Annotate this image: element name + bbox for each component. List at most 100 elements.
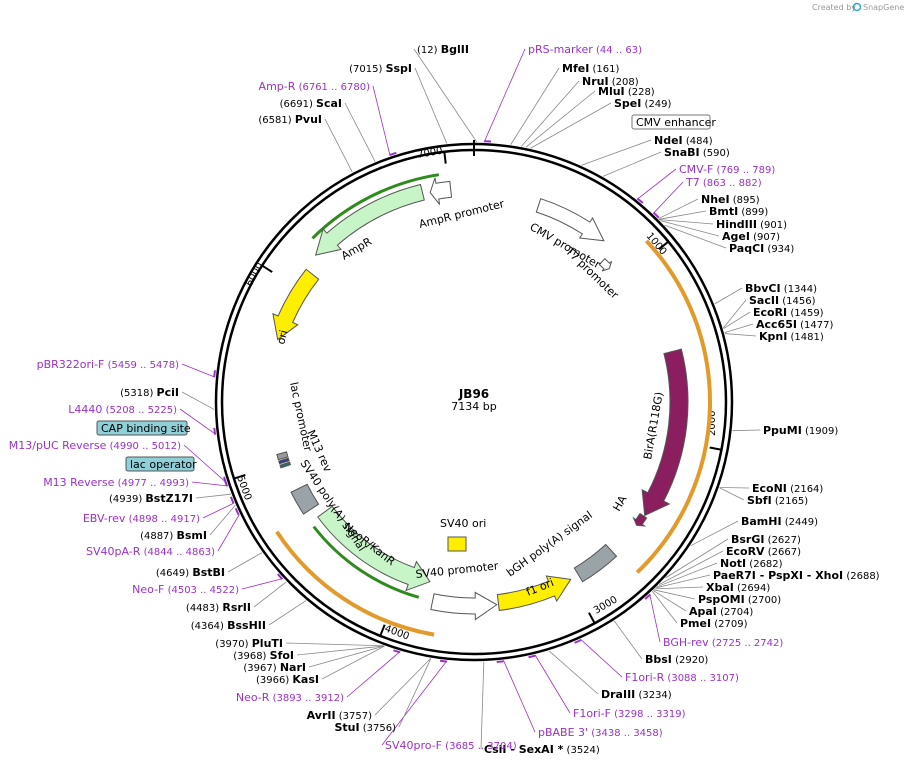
feature-label-ha: HA [610,493,629,514]
leader-cmv-f [636,168,677,200]
leader-agei [660,220,720,237]
green-arc-ampr [311,173,440,240]
primer-label-sv40pa-r: SV40pA-R (4844 .. 4863) [86,545,215,558]
enzyme-label-nhei: NheI (895) [701,193,760,206]
cap-binding-site-box [96,420,188,436]
leader-paqci [664,224,727,249]
leader-bbvci [714,287,743,305]
enzyme-label-stui: StuI (3756) [334,721,396,734]
enzyme-label-mlui: MluI (228) [598,85,655,98]
primer-label-ebv-rev: EBV-rev (4898 .. 4917) [83,512,200,525]
primer-label-prs-marker: pRS-marker (44 .. 63) [528,43,642,56]
cmv-enhancer-label: CMV enhancer [636,116,716,129]
leader-pmei [651,590,678,624]
leader-avrii [374,658,431,716]
primer-mark-l4440 [213,427,217,435]
feature-label-sv40-promoter: SV40 promoter [415,559,499,581]
feature-m13-rev [279,461,292,469]
tick-mark-3000 [588,612,596,624]
enzyme-label-econi: EcoNI (2164) [752,482,823,495]
leader-mlui [525,90,596,148]
enzyme-label-rsrii: (4483) RsrII [186,601,251,614]
tick-mark-1000 [658,240,669,250]
primer-label-cmv-f: CMV-F (769 .. 789) [679,163,775,176]
feature-sv40-ori [447,536,467,552]
primer-label-sv40pro-f: SV40pro-F (3685 .. 3704) [385,739,517,752]
enzyme-label-ndei: NdeI (484) [654,134,713,147]
green-arc-neor [312,525,420,599]
leader-hindiii [659,219,714,225]
leader-pbr322ori-f [181,363,216,378]
enzyme-label-scai: (6691) ScaI [280,97,342,110]
primer-label-f1ori-r: F1ori-R (3088 .. 3107) [625,671,739,684]
enzyme-label-bstbi: (4649) BstBI [156,566,225,579]
lac-operator-label: lac operator [130,458,197,471]
feature-bira-r118g [641,348,689,517]
leader-ecorv [658,550,724,585]
leader-draiii [548,650,599,695]
enzyme-label-sfoi: (3968) SfoI [233,649,294,662]
leader-t7 [652,181,684,214]
leader-nhei [658,198,699,220]
primer-mark-amp-r [389,151,397,156]
leader-bstbi [227,552,263,573]
enzyme-label-bsmi: (4887) BsmI [140,529,207,542]
primer-mark-t7 [653,212,660,219]
leader-xbai [654,586,704,590]
leader-sacii [722,299,747,329]
primer-label-amp-r: Amp-R (6761 .. 6780) [259,80,371,93]
orf-arc-2 [275,530,435,637]
leader-sbfi [719,487,745,501]
leader-snabi [602,151,662,177]
leader-amp-r [372,85,391,156]
enzyme-label-ecori: EcoRI (1459) [753,306,824,319]
primer-mark-f1ori-r [574,639,582,644]
leader-prs-marker [483,48,526,143]
leader-bamhi [690,520,739,547]
leader-bgh-rev [649,593,661,643]
leader-m13-reverse [191,481,228,487]
enzyme-label-bbsi: BbsI (2920) [645,653,708,666]
primer-label-pbabe-3: pBABE 3' (3438 .. 3458) [538,726,663,739]
enzyme-label-sbfi: SbfI (2165) [747,494,808,507]
feature-label-ampr-promoter: AmpR promoter [418,197,506,231]
primer-mark-sv40pa-r [234,507,240,516]
feature-label-ori: ori [274,329,290,346]
leader-scai [344,102,376,162]
leader-lines [179,48,761,750]
leader-ndei [581,139,652,166]
leader-sv40pa-r [217,513,240,552]
enzyme-label-sacii: SacII (1456) [749,294,816,307]
enzyme-label-kpni: KpnI (1481) [759,330,824,343]
features [272,173,712,637]
leader-pspomi [653,589,696,600]
primer-label-neo-r: Neo-R (3893 .. 3912) [236,691,344,704]
primer-mark-sv40pro-f [439,659,448,663]
primer-mark-m13-puc-reverse [223,476,227,484]
tick-2000: 2000 [707,411,718,436]
feature-f1-ori [496,575,572,612]
tick-mark-7000 [443,151,447,164]
leader-sv40pro-f [381,660,448,746]
tick-6000: 6000 [244,261,266,289]
feature-lac-promoter [276,451,289,461]
primer-label-l4440: L4440 (5208 .. 5225) [68,403,177,416]
leader-sspi [414,67,448,144]
enzyme-label-kasi: (3966) KasI [256,673,319,686]
leader-m13-puc-reverse [183,444,228,484]
leader-pbabe-3 [503,660,536,733]
leader-f1ori-r [580,638,623,678]
leader-mfei [510,67,560,145]
leader-bstz17i [195,493,231,499]
enzyme-label-pvui: (6581) PvuI [258,113,322,126]
enzyme-label-bmti: BmtI (899) [709,205,768,218]
primer-mark-pbabe-3 [496,660,504,664]
feature-label-lac-promoter: lac promoter [287,381,314,453]
leader-kpni [724,333,757,337]
leader-bsrgi [665,538,729,579]
plasmid-size: 7134 bp [451,400,496,413]
leader-bglii [413,48,478,143]
enzyme-label-avrii: AvrII (3757) [307,709,372,722]
leader-acc65i [724,323,754,334]
